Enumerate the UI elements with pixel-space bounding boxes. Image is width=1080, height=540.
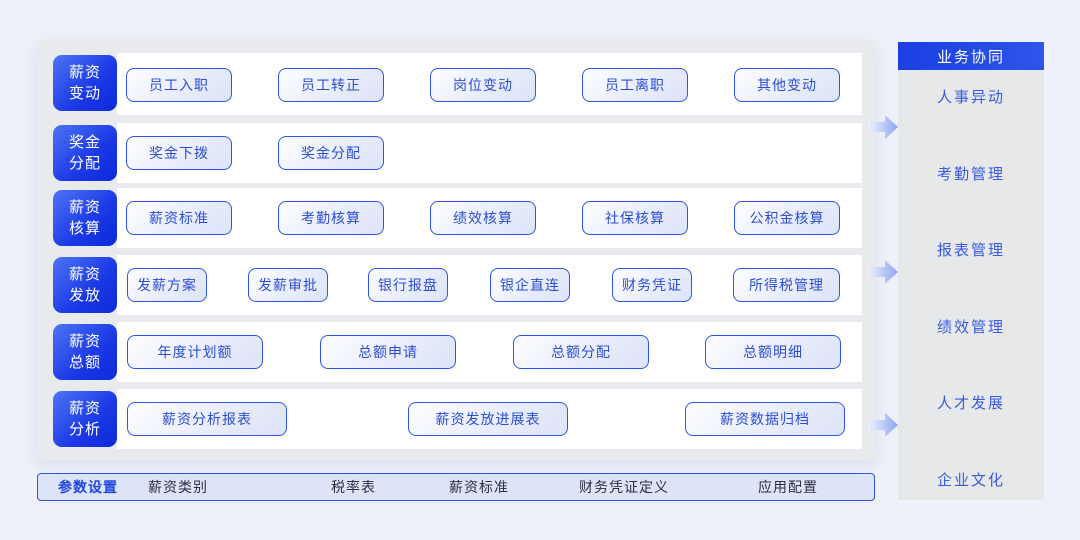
config-item[interactable]: 税率表	[331, 479, 376, 495]
module-button[interactable]: 公积金核算	[734, 201, 840, 235]
row-salary-payment: 发薪方案 发薪审批 银行报盘 银企直连 财务凭证 所得税管理	[117, 255, 862, 315]
category-label: 薪资总额	[53, 324, 117, 380]
category-label: 薪资分析	[53, 391, 117, 447]
module-button[interactable]: 总额分配	[513, 335, 649, 369]
category-label-text: 薪资总额	[68, 333, 101, 371]
sidebar-item-list: 人事异动 考勤管理 报表管理 绩效管理 人才发展 企业文化	[898, 70, 1044, 512]
module-button[interactable]: 社保核算	[582, 201, 688, 235]
module-button[interactable]: 所得税管理	[733, 268, 840, 302]
category-label: 薪资发放	[53, 257, 117, 313]
category-label: 奖金分配	[53, 125, 117, 181]
module-button[interactable]: 银企直连	[490, 268, 570, 302]
module-button[interactable]: 员工入职	[126, 68, 232, 102]
category-label-text: 薪资变动	[68, 64, 101, 102]
category-label: 薪资核算	[53, 190, 117, 246]
sidebar-item-talent-development[interactable]: 人才发展	[936, 395, 1005, 413]
flow-arrow-icon	[868, 412, 898, 438]
config-item[interactable]: 财务凭证定义	[579, 479, 669, 495]
module-button[interactable]: 总额明细	[705, 335, 841, 369]
module-button[interactable]: 薪资分析报表	[127, 402, 287, 436]
config-bar-title: 参数设置	[58, 479, 118, 495]
module-button[interactable]: 薪资发放进展表	[408, 402, 568, 436]
config-item[interactable]: 薪资标准	[449, 479, 509, 495]
config-item[interactable]: 薪资类别	[148, 479, 208, 495]
parameter-settings-bar: 参数设置 薪资类别 税率表 薪资标准 财务凭证定义 应用配置	[37, 473, 875, 501]
module-button[interactable]: 考勤核算	[278, 201, 384, 235]
row-salary-analysis: 薪资分析报表 薪资发放进展表 薪资数据归档	[117, 389, 862, 449]
module-button[interactable]: 其他变动	[734, 68, 840, 102]
category-label-text: 薪资分析	[68, 400, 101, 438]
module-button[interactable]: 财务凭证	[612, 268, 692, 302]
module-button[interactable]: 总额申请	[320, 335, 456, 369]
module-button[interactable]: 发薪方案	[127, 268, 207, 302]
module-button[interactable]: 绩效核算	[430, 201, 536, 235]
row-bonus-allocation: 奖金下拨 奖金分配	[117, 123, 862, 183]
module-button[interactable]: 薪资数据归档	[685, 402, 845, 436]
category-label-text: 薪资核算	[68, 199, 101, 237]
module-button[interactable]: 年度计划额	[127, 335, 263, 369]
sidebar-item-performance-mgmt[interactable]: 绩效管理	[936, 318, 1005, 336]
module-button[interactable]: 薪资标准	[126, 201, 232, 235]
row-salary-change: 员工入职 员工转正 岗位变动 员工离职 其他变动	[117, 53, 862, 115]
payroll-module-panel: 员工入职 员工转正 岗位变动 员工离职 其他变动 奖金下拨 奖金分配 薪资标准 …	[37, 40, 875, 460]
config-item[interactable]: 应用配置	[758, 479, 818, 495]
category-label: 薪资变动	[53, 55, 117, 111]
flow-arrow-icon	[868, 114, 898, 140]
category-label-text: 薪资发放	[68, 266, 101, 304]
row-salary-total: 年度计划额 总额申请 总额分配 总额明细	[117, 322, 862, 382]
sidebar-item-corporate-culture[interactable]: 企业文化	[936, 471, 1005, 489]
sidebar-title: 业务协同	[898, 42, 1044, 70]
sidebar-item-attendance-mgmt[interactable]: 考勤管理	[936, 165, 1005, 183]
module-button[interactable]: 员工离职	[582, 68, 688, 102]
module-button[interactable]: 银行报盘	[368, 268, 448, 302]
business-collaboration-sidebar: 业务协同 人事异动 考勤管理 报表管理 绩效管理 人才发展 企业文化	[898, 42, 1044, 500]
module-button[interactable]: 奖金分配	[278, 136, 384, 170]
module-button[interactable]: 奖金下拨	[126, 136, 232, 170]
module-button[interactable]: 发薪审批	[248, 268, 328, 302]
sidebar-item-personnel-change[interactable]: 人事异动	[936, 89, 1005, 106]
row-salary-accounting: 薪资标准 考勤核算 绩效核算 社保核算 公积金核算	[117, 188, 862, 248]
module-button[interactable]: 员工转正	[278, 68, 384, 102]
category-label-text: 奖金分配	[68, 134, 101, 172]
flow-arrow-icon	[868, 259, 898, 285]
sidebar-item-report-mgmt[interactable]: 报表管理	[936, 242, 1005, 260]
module-button[interactable]: 岗位变动	[430, 68, 536, 102]
